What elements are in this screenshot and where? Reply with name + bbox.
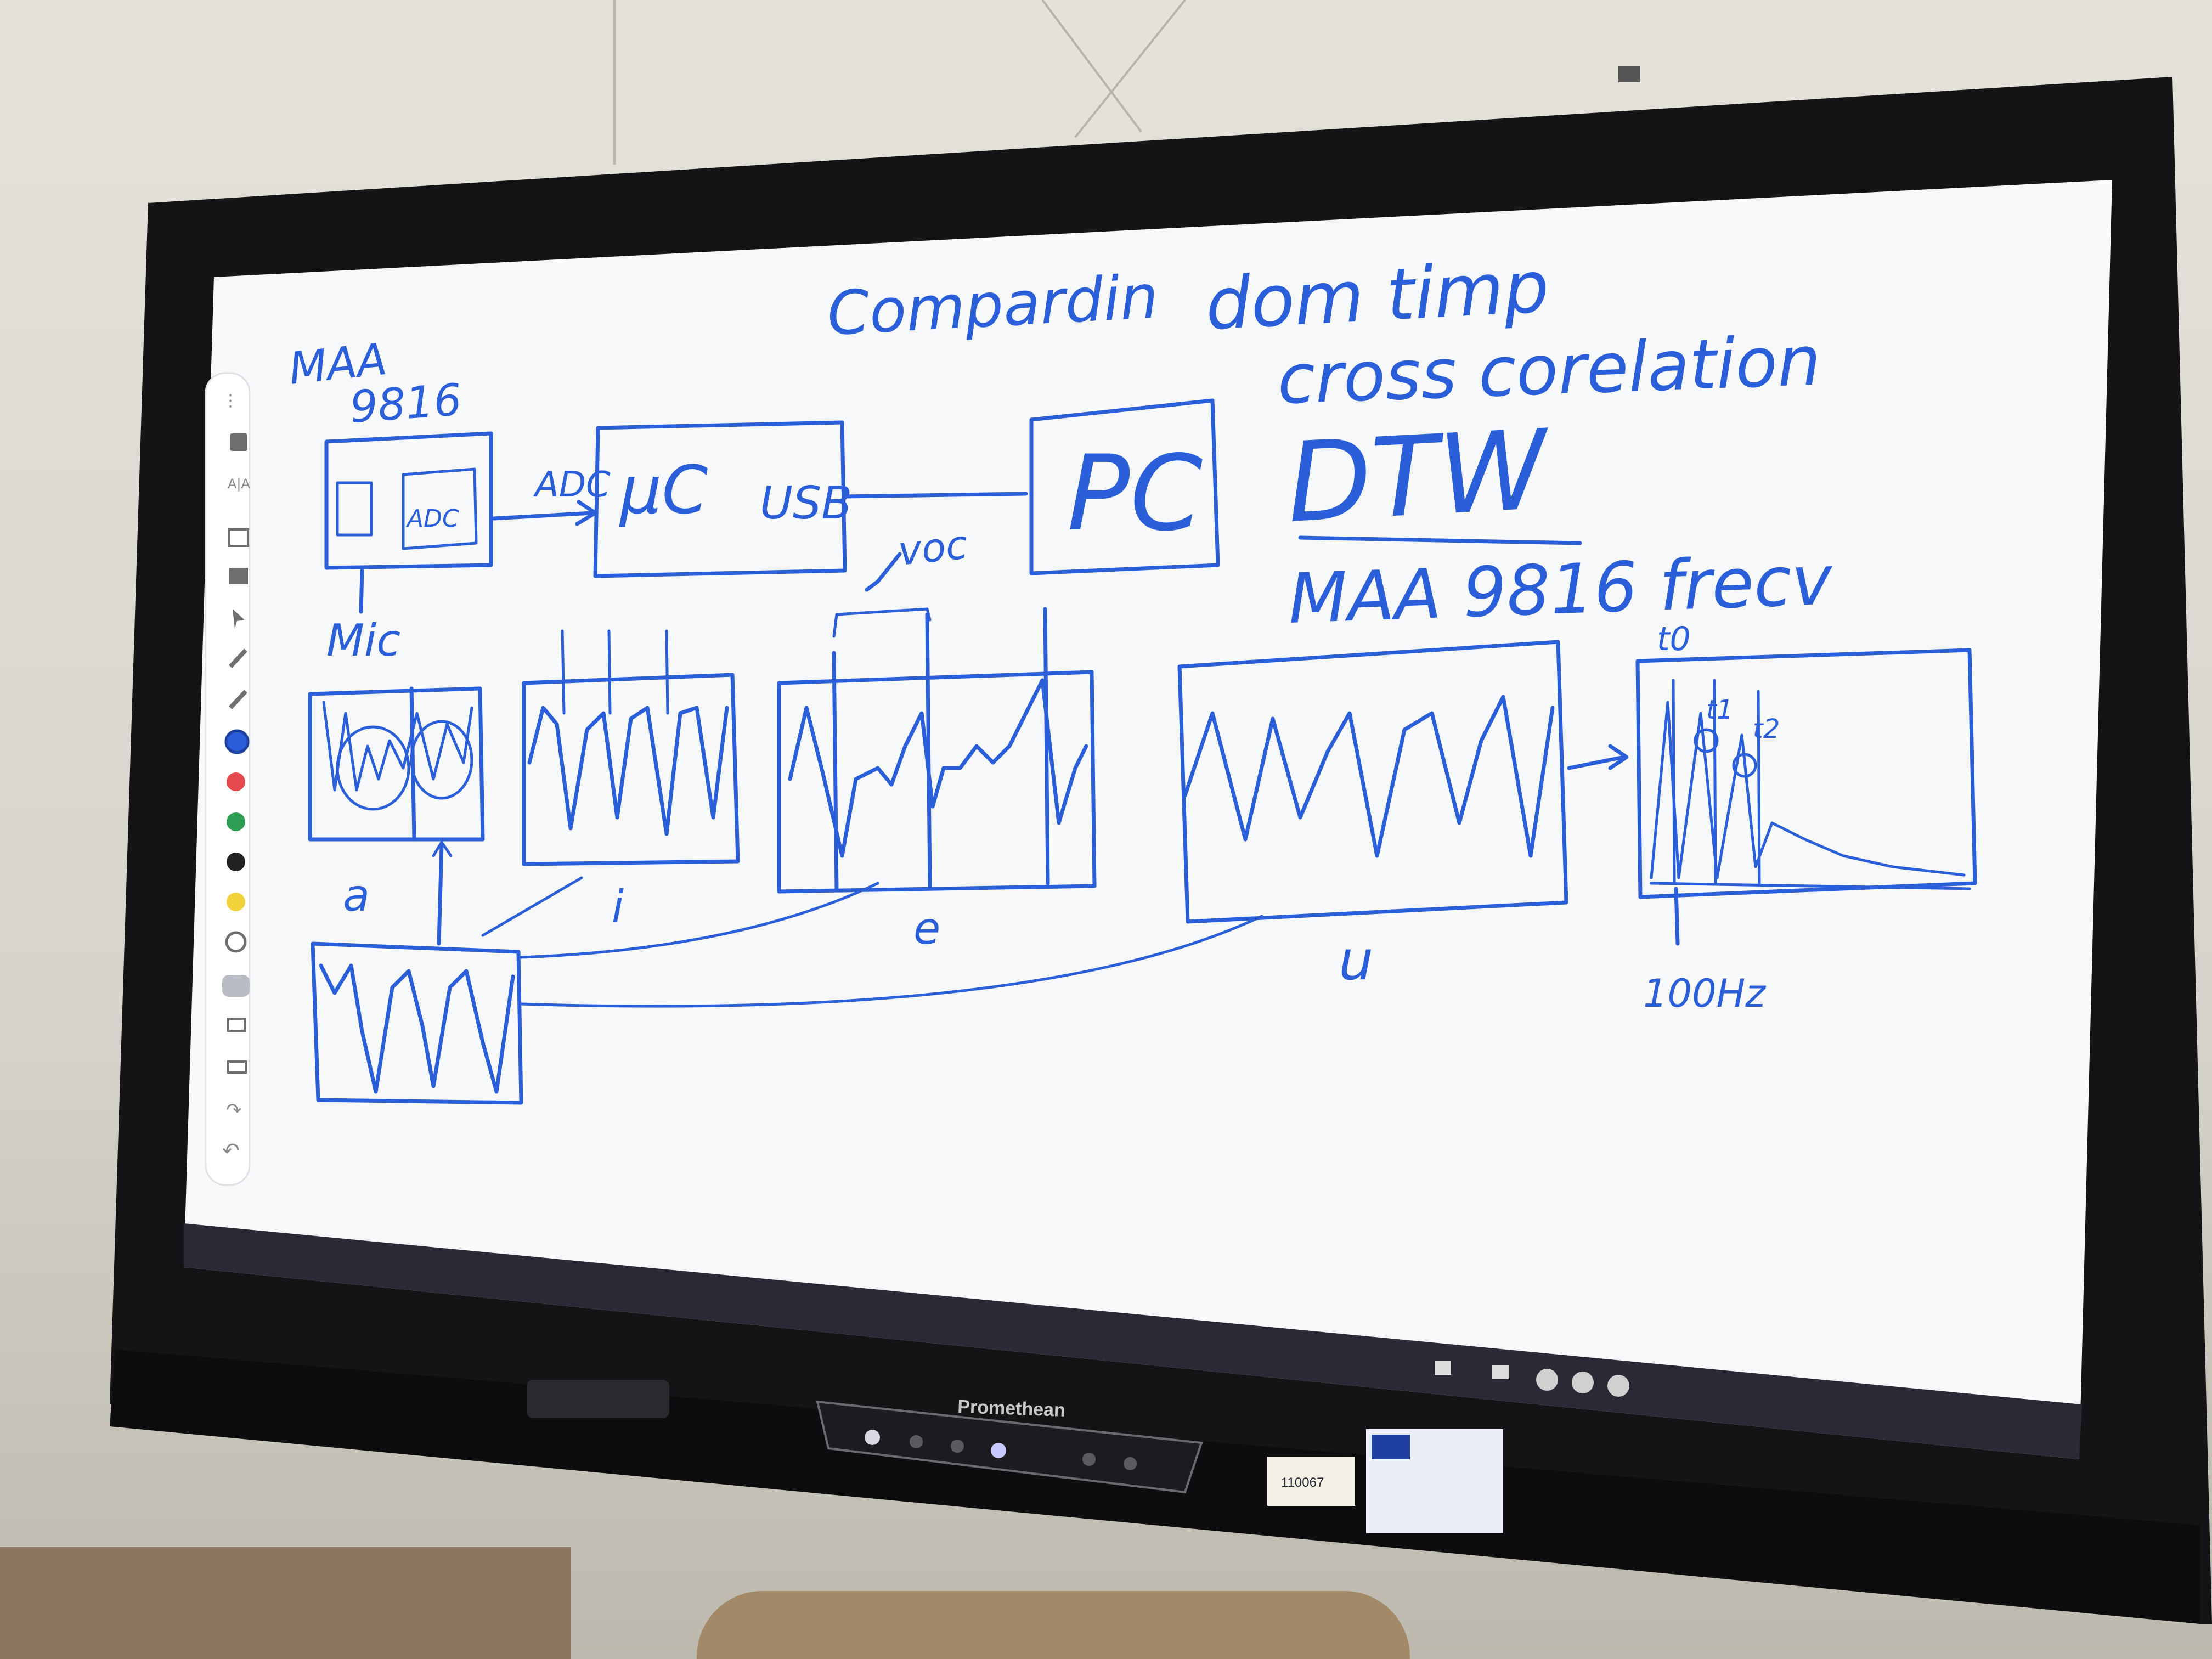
front-control-panel (816, 1400, 1203, 1494)
color-red-swatch[interactable] (227, 772, 245, 791)
input-button[interactable] (910, 1435, 923, 1448)
page-thumb-icon[interactable] (1492, 1365, 1509, 1379)
clear-icon[interactable] (227, 1018, 246, 1032)
power-button[interactable] (865, 1430, 880, 1445)
signal-u-box (1177, 640, 1568, 924)
note-adc-box: ADC (405, 505, 459, 533)
minimize-icon[interactable] (1536, 1369, 1558, 1391)
color-green-swatch[interactable] (227, 812, 245, 831)
volume-button[interactable] (1082, 1453, 1096, 1466)
note-maa-top: MAA (286, 334, 389, 394)
note-label-u: u (1339, 928, 1373, 992)
microcontroller-box (593, 420, 847, 578)
note-mcu: μC (619, 453, 708, 529)
note-label-i: i (612, 881, 624, 932)
sensor-box (324, 431, 493, 570)
wall-hook (1618, 66, 1640, 82)
redo-icon[interactable]: ↷ (226, 1099, 242, 1121)
note-cross-correlation: cross corelation (1276, 321, 1822, 419)
signal-e-box (777, 670, 1097, 894)
note-label-e: e (913, 903, 940, 954)
color-yellow-swatch[interactable] (227, 893, 245, 911)
freeze-button[interactable] (1124, 1457, 1137, 1470)
color-black-swatch[interactable] (227, 853, 245, 871)
signal-a-box (308, 686, 485, 842)
image-icon[interactable] (229, 568, 248, 584)
page-thumb-icon[interactable] (1435, 1361, 1451, 1375)
foreground-chair (697, 1591, 1410, 1659)
grid-icon[interactable] (228, 528, 249, 547)
undo-icon[interactable]: ↶ (222, 1138, 240, 1163)
pen-icon[interactable] (229, 648, 247, 668)
whiteboard-screen (184, 180, 2112, 1459)
sensor-bar (527, 1380, 669, 1418)
note-100hz: 100Hz (1643, 971, 1767, 1016)
note-maa-number: 9816 (348, 374, 464, 433)
spectrum-box (1635, 648, 1977, 899)
stack-icon[interactable] (227, 1060, 247, 1074)
toolbar-items: ⋮ A|A ↷ ↶ (222, 391, 251, 1163)
highlighter-icon[interactable] (229, 690, 247, 709)
note-t2: t2 (1753, 714, 1780, 744)
note-dtw: DTW (1284, 406, 1554, 548)
promethean-button[interactable] (991, 1443, 1006, 1458)
color-blue-swatch[interactable] (224, 729, 250, 754)
pointer-icon[interactable] (233, 609, 245, 629)
inventory-number: 110067 (1281, 1475, 1324, 1490)
foreground-desk (0, 1547, 571, 1659)
pc-box (1029, 398, 1220, 575)
eraser-icon[interactable] (222, 975, 250, 997)
note-usb: USB (760, 477, 852, 529)
more-icon[interactable]: ⋮ (222, 391, 239, 410)
note-voc: voc (896, 521, 969, 574)
inventory-sticker (1267, 1457, 1355, 1506)
hide-icon[interactable] (1572, 1372, 1594, 1393)
palette-icon[interactable] (225, 931, 247, 953)
source-waveform-box (311, 941, 523, 1105)
note-t0: t0 (1657, 620, 1691, 658)
note-title-left: Compardin (826, 262, 1160, 349)
brand-logo: Promethean (957, 1396, 1066, 1421)
note-mic: Mic (326, 615, 400, 666)
save-icon[interactable] (230, 433, 247, 451)
note-label-a: a (343, 870, 370, 921)
close-icon[interactable] (1607, 1375, 1629, 1397)
home-button[interactable] (951, 1440, 964, 1453)
text-icon[interactable]: A|A (228, 476, 251, 492)
note-title-right: dom timp (1204, 245, 1551, 346)
note-maa-freq: MAA 9816 frecv (1287, 540, 1835, 639)
signal-i-box (522, 673, 740, 866)
note-pc: PC (1067, 433, 1203, 554)
note-t1: t1 (1706, 695, 1733, 725)
